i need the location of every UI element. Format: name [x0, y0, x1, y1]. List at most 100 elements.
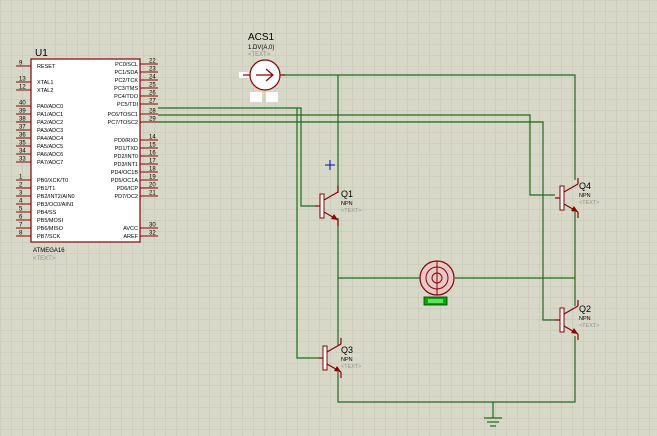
mcu-pin-label: PA3/ADC3	[37, 128, 63, 134]
mcu-pin-number: 14	[149, 135, 156, 141]
mcu-pin-label: PB1/T1	[37, 186, 55, 192]
transistors: Q1NPN<TEXT>Q4NPN<TEXT>Q3NPN<TEXT>Q2NPN<T…	[315, 178, 599, 378]
crosshair-marker-icon	[325, 160, 335, 170]
wire-q3-base	[296, 108, 318, 359]
mcu-pin-number: 2	[19, 183, 23, 189]
mcu-pin-number: 6	[19, 215, 23, 221]
mcu-pin-number: 5	[19, 207, 23, 213]
mcu-pin-label: PB0/XCK/T0	[37, 178, 68, 184]
mcu-pin-number: 36	[19, 133, 26, 139]
transistor-text-placeholder: <TEXT>	[579, 323, 599, 329]
source-text-placeholder: <TEXT>	[248, 52, 271, 58]
mcu-pin-label: PD1/TXD	[115, 146, 138, 152]
mcu-text-placeholder: <TEXT>	[33, 256, 56, 262]
mcu-pin-number: 13	[19, 77, 26, 83]
mcu-pin-number: 28	[149, 109, 156, 115]
motor[interactable]	[419, 260, 455, 306]
mcu-pin-number: 21	[149, 191, 156, 197]
mcu-pin-label: PD7/OC2	[114, 194, 138, 200]
transistor-type: NPN	[579, 316, 591, 322]
source-value: 1.DV(A,0)	[248, 45, 274, 51]
mcu-ic[interactable]: U1 ATMEGA16 <TEXT> 9RESET13XTAL112XTAL24…	[16, 48, 158, 262]
wires	[158, 74, 576, 418]
transistor-type: NPN	[579, 193, 591, 199]
current-source-icon	[239, 59, 285, 102]
mcu-pin-label: PD4/OC1B	[111, 170, 139, 176]
mcu-pin-number: 4	[19, 199, 23, 205]
mcu-pin-number: 15	[149, 143, 156, 149]
mcu-pin-number: 24	[149, 75, 156, 81]
mcu-pin-number: 20	[149, 183, 156, 189]
mcu-pin-label: PD3/INT1	[114, 162, 138, 168]
mcu-pin-number: 23	[149, 67, 156, 73]
mcu-body	[30, 58, 141, 243]
mcu-pin-number: 1	[19, 175, 23, 181]
transistor-ref: Q2	[579, 304, 591, 314]
motor-icon	[419, 260, 455, 306]
npn-transistor-icon	[555, 178, 579, 218]
transistor-ref: Q1	[341, 189, 353, 199]
mcu-pin-number: 18	[149, 167, 156, 173]
mcu-pin-label: PC5/TDI	[117, 102, 139, 108]
current-source-acs1[interactable]: ACS1 1.DV(A,0) <TEXT>	[239, 32, 285, 102]
mcu-pin-label: PC7/TOSC2	[108, 120, 138, 126]
transistor-type: NPN	[341, 201, 353, 207]
mcu-right-pins: 22PC0/SCL23PC1/SDA24PC2/TCK25PC3/TMS26PC…	[108, 59, 158, 240]
mcu-pin-number: 25	[149, 83, 156, 89]
mcu-pin-label: PA6/ADC6	[37, 152, 63, 158]
mcu-pin-number: 37	[19, 125, 26, 131]
mcu-pin-number: 30	[149, 223, 156, 229]
mcu-pin-label: AVCC	[123, 226, 138, 232]
mcu-pin-label: PA0/ADC0	[37, 104, 63, 110]
ground-icon	[484, 417, 502, 427]
mcu-pin-number: 39	[19, 109, 26, 115]
mcu-pin-label: PC6/TOSC1	[108, 112, 138, 118]
mcu-pin-number: 12	[19, 85, 26, 91]
mcu-pin-label: PB5/MOSI	[37, 218, 63, 224]
mcu-pin-number: 19	[149, 175, 156, 181]
mcu-pin-label: PB6/MISO	[37, 226, 64, 232]
mcu-pin-number: 17	[149, 159, 156, 165]
mcu-pin-label: PA4/ADC4	[37, 136, 63, 142]
mcu-pin-label: PD6/ICP	[117, 186, 139, 192]
mcu-pin-number: 9	[19, 61, 23, 67]
mcu-pin-number: 26	[149, 91, 156, 97]
mcu-pin-number: 34	[19, 149, 26, 155]
mcu-pin-number: 3	[19, 191, 23, 197]
wire-pc7-q2	[158, 121, 555, 321]
mcu-pin-label: PA2/ADC2	[37, 120, 63, 126]
mcu-pin-label: PA5/ADC5	[37, 144, 63, 150]
mcu-pin-label: PD5/OC1A	[111, 178, 139, 184]
mcu-pin-number: 32	[149, 231, 156, 237]
mcu-pin-number: 7	[19, 223, 23, 229]
mcu-part: ATMEGA16	[33, 248, 65, 254]
npn-transistor-icon	[318, 338, 342, 378]
mcu-pin-label: PB7/SCK	[37, 234, 61, 240]
mcu-pin-label: PD2/INT0	[114, 154, 138, 160]
transistor-text-placeholder: <TEXT>	[341, 208, 361, 214]
mcu-pin-label: XTAL1	[37, 80, 53, 86]
mcu-pin-label: XTAL2	[37, 88, 53, 94]
mcu-left-pins: 9RESET13XTAL112XTAL240PA0/ADC039PA1/ADC1…	[16, 61, 75, 240]
transistor-ref: Q3	[341, 345, 353, 355]
mcu-pin-number: 16	[149, 151, 156, 157]
mcu-pin-number: 27	[149, 99, 156, 105]
mcu-pin-label: PA7/ADC7	[37, 160, 63, 166]
mcu-pin-label: PB4/SS	[37, 210, 57, 216]
mcu-pin-label: PC4/TDO	[114, 94, 139, 100]
transistor-text-placeholder: <TEXT>	[579, 200, 599, 206]
source-ref: ACS1	[248, 32, 275, 43]
wire-bottom-rail	[337, 336, 576, 403]
mcu-pin-label: RESET	[37, 64, 56, 70]
npn-transistor-icon	[315, 186, 339, 226]
mcu-pin-label: PC2/TCK	[115, 78, 139, 84]
mcu-ref: U1	[35, 48, 48, 59]
mcu-pin-number: 40	[19, 101, 26, 107]
mcu-pin-number: 8	[19, 231, 23, 237]
mcu-pin-number: 35	[19, 141, 26, 147]
